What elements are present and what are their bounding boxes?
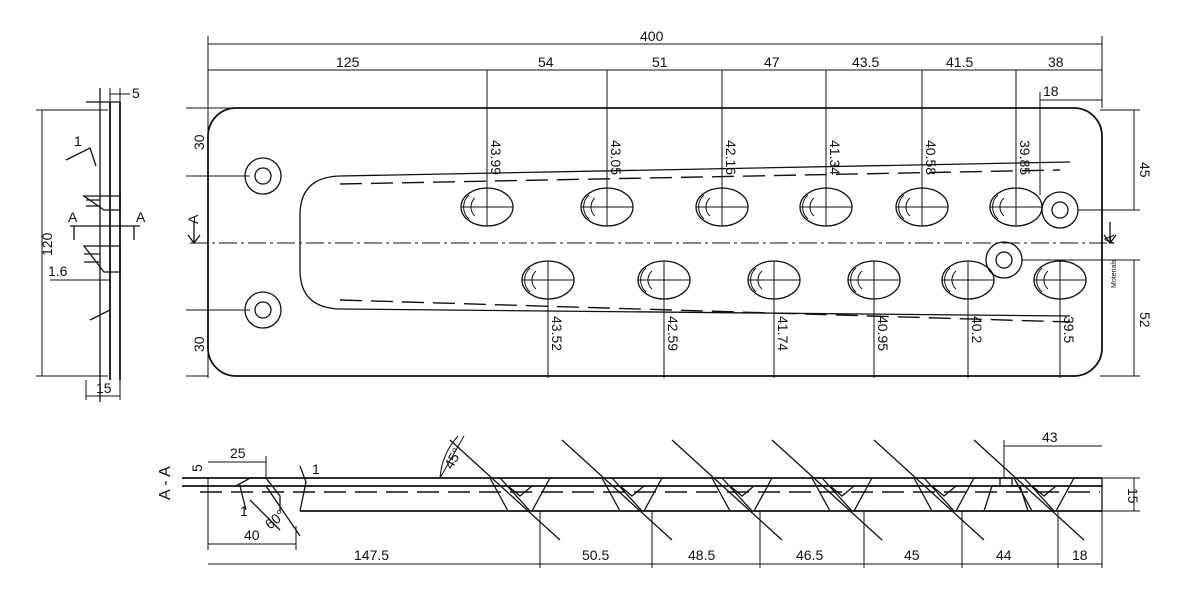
- dim-left-top: 30: [191, 134, 207, 150]
- section-cut-5: [873, 439, 985, 541]
- section-bottom-ticks: [539, 511, 1059, 568]
- dim-left-bottom: 30: [191, 336, 207, 352]
- upper-hole-label-3: 42.16: [723, 140, 739, 175]
- mount-hole-top: [244, 157, 282, 195]
- mount-hole-right-upper: [1041, 191, 1079, 229]
- section-dim-46-5: 46.5: [796, 547, 823, 563]
- materials-note: Moterials: [1111, 259, 1118, 288]
- dim-seg-4: 47: [764, 54, 780, 70]
- side-angle-label: 1: [74, 133, 82, 149]
- section-angle-60: 60°: [262, 506, 289, 532]
- section-cut-2: [561, 439, 673, 541]
- section-hole-cuts: [439, 435, 1085, 541]
- section-cut-4: [771, 439, 883, 541]
- lower-hole-label-6: 39.5: [1061, 316, 1077, 343]
- lower-hole-label-1: 43.52: [549, 316, 565, 351]
- section-dim-147-5: 147.5: [354, 547, 389, 563]
- dim-seg-6: 41.5: [946, 54, 973, 70]
- section-dim-18: 18: [1072, 547, 1088, 563]
- dim-seg-3: 51: [652, 54, 668, 70]
- side-view: 120 A A 1 5 1.6 15: [36, 85, 146, 402]
- section-dim-15: 15: [1125, 488, 1141, 504]
- side-section-mark-left: A: [68, 209, 78, 225]
- section-mark-left: A: [185, 214, 201, 224]
- section-arrow-left: [187, 222, 201, 245]
- upper-taper-dashed: [339, 169, 1061, 185]
- dim-overall: 400: [640, 28, 664, 44]
- dim-right-upper: 45: [1137, 162, 1153, 178]
- section-title: A - A: [157, 466, 174, 500]
- section-view: A - A 25 5 60° 1 1 40 45° 43: [157, 429, 1141, 568]
- dim-right-18: 18: [1043, 83, 1059, 99]
- section-angle-45: 45°: [441, 445, 465, 471]
- section-dim-25: 25: [230, 445, 246, 461]
- section-dim-40: 40: [244, 527, 260, 543]
- upper-hole-label-5: 40.58: [923, 140, 939, 175]
- dim-right-lower: 52: [1137, 312, 1153, 328]
- slot-outline: [299, 161, 1071, 317]
- section-dim-left-top: 5: [189, 464, 205, 472]
- section-mark-right: A: [1101, 234, 1117, 244]
- side-dim-height: 120: [39, 232, 55, 256]
- upper-hole-label-1: 43.99: [488, 140, 504, 175]
- section-dim-48-5: 48.5: [688, 547, 715, 563]
- section-dim-43: 43: [1042, 429, 1058, 445]
- section-cut-1: [449, 439, 561, 541]
- upper-hole-label-6: 39.85: [1017, 140, 1033, 175]
- side-dim-bottom: 15: [96, 380, 112, 396]
- section-label-1a: 1: [312, 461, 320, 477]
- dim-seg-1: 125: [336, 54, 360, 70]
- side-section-mark-right: A: [136, 209, 146, 225]
- lower-hole-label-4: 40.95: [875, 316, 891, 351]
- lower-hole-row: 43.52 42.59 41.74 40.95 40.2 39.5: [521, 260, 1087, 378]
- section-cut-6: [973, 439, 1085, 541]
- side-dim-top: 5: [132, 85, 140, 101]
- section-dim-44: 44: [996, 547, 1012, 563]
- lower-taper-dashed: [339, 299, 1071, 323]
- side-dim-thickness: 1.6: [48, 263, 68, 279]
- section-cut-3: [671, 439, 783, 541]
- section-dim-45: 45: [904, 547, 920, 563]
- section-label-1b: 1: [240, 503, 248, 519]
- upper-hole-label-2: 43.05: [608, 140, 624, 175]
- dim-seg-5: 43.5: [852, 54, 879, 70]
- plan-view: 43.99 43.05 42.16 41.34 40.58 39.85 43.52 42.5…: [185, 28, 1153, 378]
- lower-hole-label-2: 42.59: [665, 316, 681, 351]
- section-dim-50-5: 50.5: [582, 547, 609, 563]
- dim-seg-7: 38: [1048, 54, 1064, 70]
- lower-hole-label-5: 40.2: [969, 316, 985, 343]
- section-arrow-right: [1103, 222, 1117, 245]
- upper-hole-label-4: 41.34: [827, 140, 843, 175]
- mount-hole-bottom: [244, 291, 282, 329]
- upper-hole-row: 43.99 43.05 42.16 41.34 40.58 39.85: [460, 70, 1043, 227]
- dim-seg-2: 54: [538, 54, 554, 70]
- lower-hole-label-3: 41.74: [775, 316, 791, 351]
